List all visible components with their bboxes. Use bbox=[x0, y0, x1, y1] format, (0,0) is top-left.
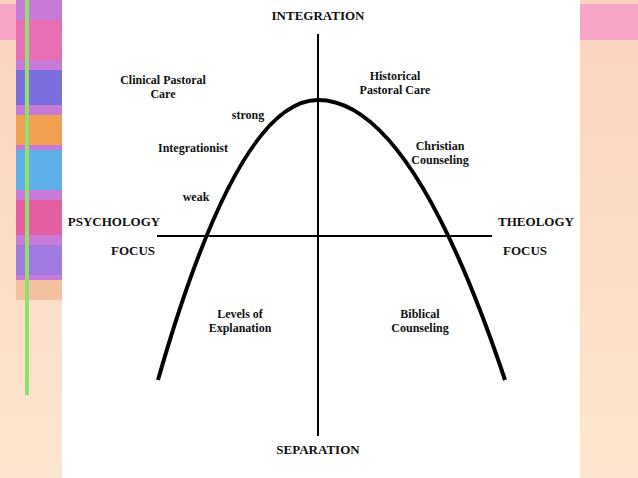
axis-label: INTEGRATION bbox=[272, 9, 365, 24]
axis-label: SEPARATION bbox=[276, 443, 359, 458]
approach-label: Biblical Counseling bbox=[380, 308, 460, 336]
approach-label: Levels of Explanation bbox=[209, 308, 272, 336]
axis-label: FOCUS bbox=[503, 244, 547, 259]
top-band bbox=[580, 4, 638, 40]
axis-label: FOCUS bbox=[111, 244, 155, 259]
approach-label: Integrationist bbox=[158, 142, 228, 156]
axis-label: THEOLOGY bbox=[498, 215, 574, 230]
approach-label: Historical Pastoral Care bbox=[349, 70, 441, 98]
approach-label: Christian Counseling bbox=[400, 140, 480, 168]
strength-label: weak bbox=[183, 191, 210, 205]
strength-label: strong bbox=[232, 109, 264, 123]
slide-panel bbox=[62, 0, 580, 478]
axis-label: PSYCHOLOGY bbox=[68, 215, 160, 230]
approach-label: Clinical Pastoral Care bbox=[117, 74, 209, 102]
decorative-stripe bbox=[16, 0, 62, 395]
integration-curve bbox=[158, 100, 505, 380]
